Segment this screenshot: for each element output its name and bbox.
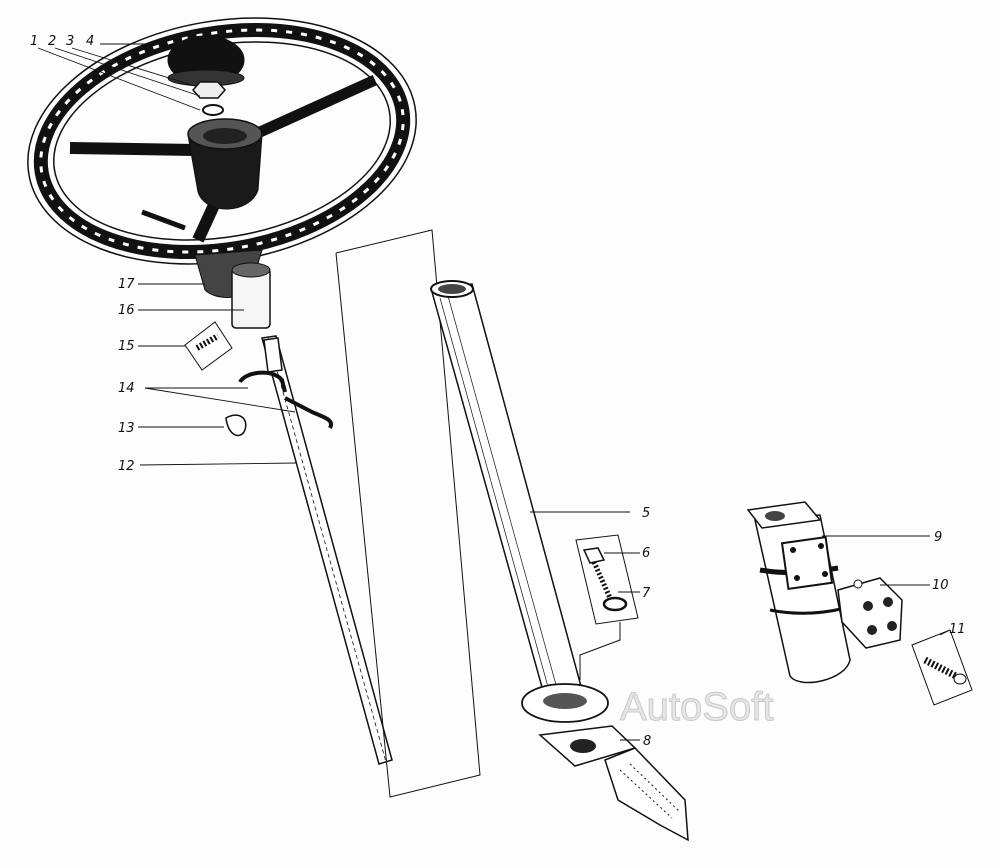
callout-8: 8 [643,734,651,749]
bolt [582,547,613,600]
horn-lever [141,209,186,231]
nut [192,81,226,99]
spring-washer [602,596,628,612]
callout-12: 12 [118,459,135,474]
steering-wheel [27,17,417,265]
wheel-cap [167,35,245,87]
leader-lines [37,43,951,741]
callout-2: 2 [48,34,56,49]
set-screw [184,321,233,371]
callout-16: 16 [118,303,135,318]
column-tube [430,280,609,723]
callout-10: 10 [932,578,949,593]
lever [238,370,333,429]
callout-15: 15 [118,339,135,354]
callout-13: 13 [118,421,135,436]
callout-3: 3 [66,34,74,49]
callout-labels: 1 2 3 4 5 6 7 8 9 10 11 12 13 14 15 16 1… [30,34,966,749]
callout-7: 7 [642,586,651,601]
bracket [538,725,689,842]
watermark: AutoSoft [620,685,773,729]
bolt-frame [575,534,639,625]
callout-6: 6 [642,546,650,561]
key [225,414,247,437]
callout-11: 11 [949,622,966,637]
sleeve [231,262,271,329]
steering-pump [746,501,851,684]
adapter-block [837,577,903,649]
callout-4: 4 [86,34,94,49]
bolt-leader [579,622,621,680]
screw-frame [911,629,973,706]
steering-shaft [261,335,393,765]
washer [202,104,224,116]
callout-17: 17 [118,277,135,292]
callout-5: 5 [642,506,650,521]
tube-group-frame [335,229,481,798]
callout-1: 1 [30,34,38,49]
screw [923,656,967,685]
callout-9: 9 [934,530,942,545]
callout-14: 14 [118,381,135,396]
